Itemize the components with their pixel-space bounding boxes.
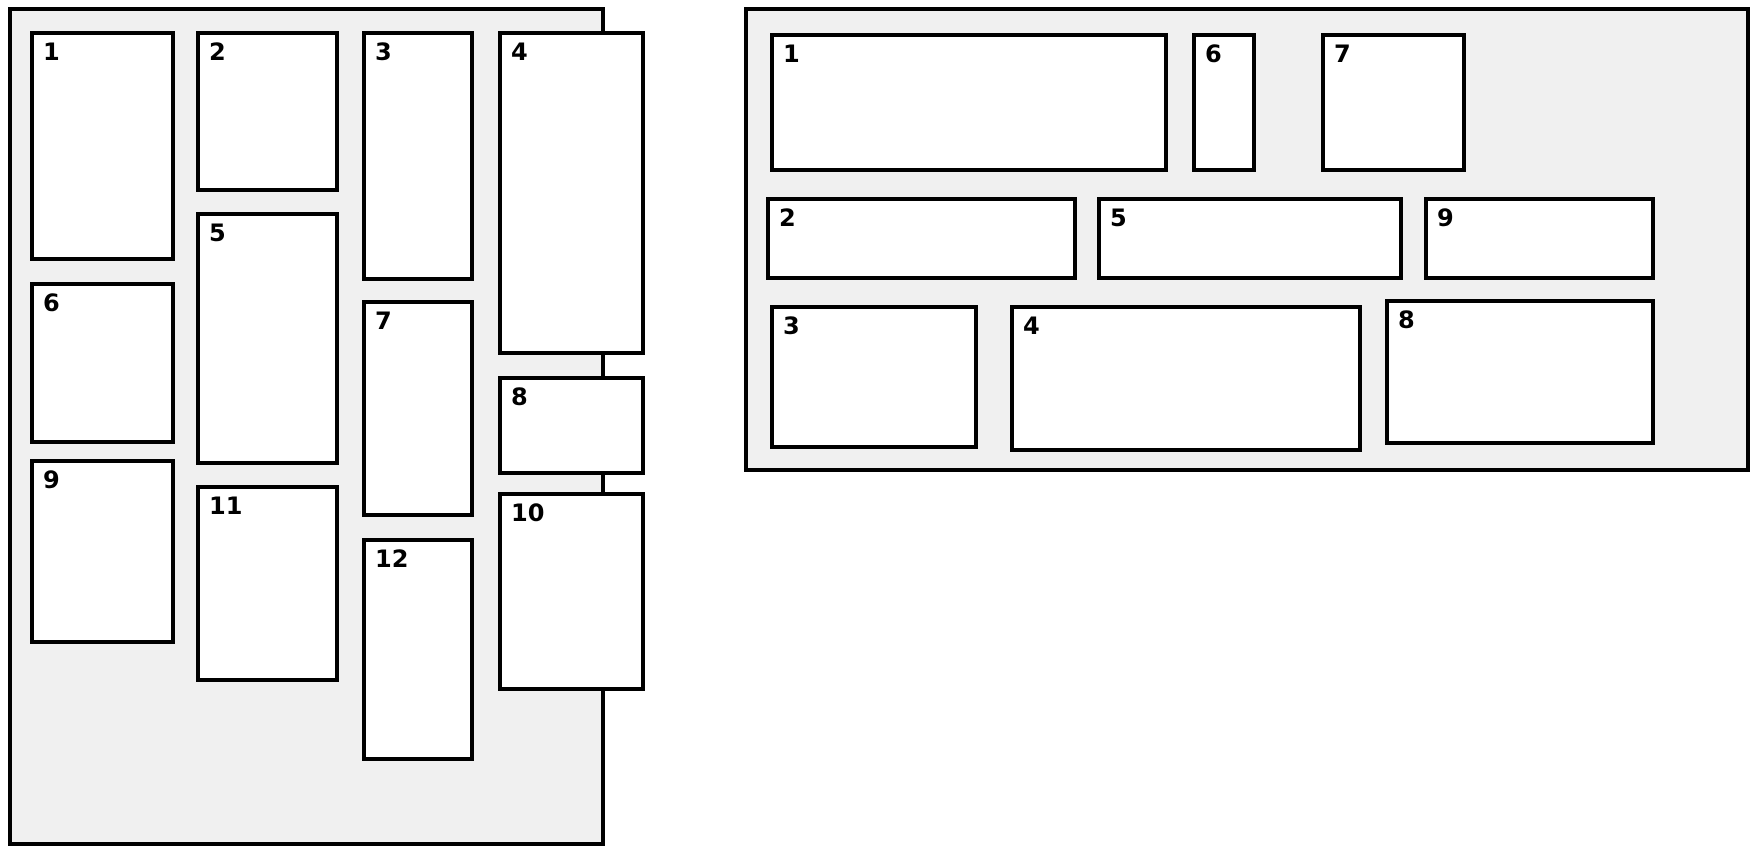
packed-rect-label: 9 — [43, 466, 60, 494]
packed-rect-bin-right-6[interactable]: 6 — [1192, 33, 1256, 172]
packed-rect-bin-left-4[interactable]: 4 — [498, 31, 645, 355]
packed-rect-bin-left-5[interactable]: 5 — [196, 212, 339, 465]
packed-rect-label: 1 — [783, 40, 800, 68]
packed-rect-bin-left-2[interactable]: 2 — [196, 31, 339, 192]
packed-rect-label: 7 — [1334, 40, 1351, 68]
packed-rect-label: 1 — [43, 38, 60, 66]
packed-rect-bin-left-3[interactable]: 3 — [362, 31, 474, 281]
packed-rect-bin-right-9[interactable]: 9 — [1424, 197, 1655, 280]
packed-rect-bin-right-8[interactable]: 8 — [1385, 299, 1655, 445]
packed-rect-label: 4 — [511, 38, 528, 66]
packed-rect-label: 10 — [511, 499, 545, 527]
packed-rect-label: 5 — [209, 219, 226, 247]
packed-rect-label: 3 — [783, 312, 800, 340]
packed-rect-bin-left-11[interactable]: 11 — [196, 485, 339, 682]
packed-rect-label: 6 — [1205, 40, 1222, 68]
packed-rect-bin-left-12[interactable]: 12 — [362, 538, 474, 761]
packed-rect-label: 5 — [1110, 204, 1127, 232]
packed-rect-label: 8 — [1398, 306, 1415, 334]
packed-rect-label: 8 — [511, 383, 528, 411]
packed-rect-bin-right-1[interactable]: 1 — [770, 33, 1168, 172]
packed-rect-bin-left-9[interactable]: 9 — [30, 459, 175, 644]
packed-rect-bin-left-6[interactable]: 6 — [30, 282, 175, 444]
packed-rect-label: 4 — [1023, 312, 1040, 340]
packed-rect-bin-right-2[interactable]: 2 — [766, 197, 1077, 280]
packed-rect-label: 9 — [1437, 204, 1454, 232]
packed-rect-bin-right-5[interactable]: 5 — [1097, 197, 1403, 280]
packed-rect-bin-right-4[interactable]: 4 — [1010, 305, 1362, 452]
packed-rect-bin-left-8[interactable]: 8 — [498, 376, 645, 475]
packed-rect-label: 2 — [779, 204, 796, 232]
packed-rect-label: 7 — [375, 307, 392, 335]
packed-rect-bin-right-7[interactable]: 7 — [1321, 33, 1466, 172]
packed-rect-label: 3 — [375, 38, 392, 66]
packed-rect-bin-left-7[interactable]: 7 — [362, 300, 474, 517]
packed-rect-label: 12 — [375, 545, 409, 573]
packed-rect-label: 11 — [209, 492, 243, 520]
packed-rect-bin-right-3[interactable]: 3 — [770, 305, 978, 449]
packed-rect-bin-left-1[interactable]: 1 — [30, 31, 175, 261]
packed-rect-label: 6 — [43, 289, 60, 317]
packed-rect-bin-left-10[interactable]: 10 — [498, 492, 645, 691]
packed-rect-label: 2 — [209, 38, 226, 66]
